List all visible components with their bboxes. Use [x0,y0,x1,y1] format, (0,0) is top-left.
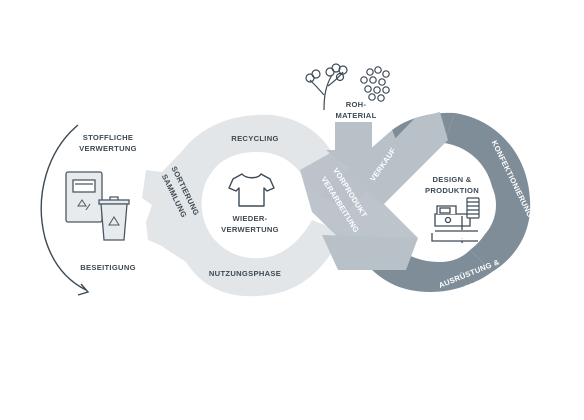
recycling-bin-icon [98,196,130,241]
label-stoffliche: STOFFLICHE [83,133,134,142]
use-phase-arc [186,220,342,297]
label-verwertung: VERWERTUNG [79,144,137,153]
konfektionierung-arc [444,113,531,272]
vorprodukt-arrowhead [322,235,418,270]
label-nutzungsphase: NUTZUNGSPHASE [209,269,281,278]
paper-bin-icon [65,171,103,223]
label-wiederverwertung: VERWERTUNG [221,225,279,234]
label-design: DESIGN & [432,175,471,184]
sewing-machine-icon [431,205,478,243]
cotton-plant-icon [305,63,348,111]
verkauf-band-2 [355,112,448,206]
label-produktion: PRODUKTION [425,186,479,195]
label-material: MATERIAL [335,111,376,120]
thread-spool-icon [466,197,480,219]
label-wieder: WIEDER- [232,214,267,223]
disposal-arrow [40,124,90,296]
t-shirt-icon [228,173,275,207]
crossing-band [300,112,448,270]
label-beseitigung: BESEITIGUNG [80,263,136,272]
collection-arc [142,150,213,262]
label-recycling: RECYCLING [231,134,278,143]
rohmaterial-arrow [326,122,380,172]
fiber-dots-icon [360,66,390,102]
label-roh: ROH- [346,100,367,109]
